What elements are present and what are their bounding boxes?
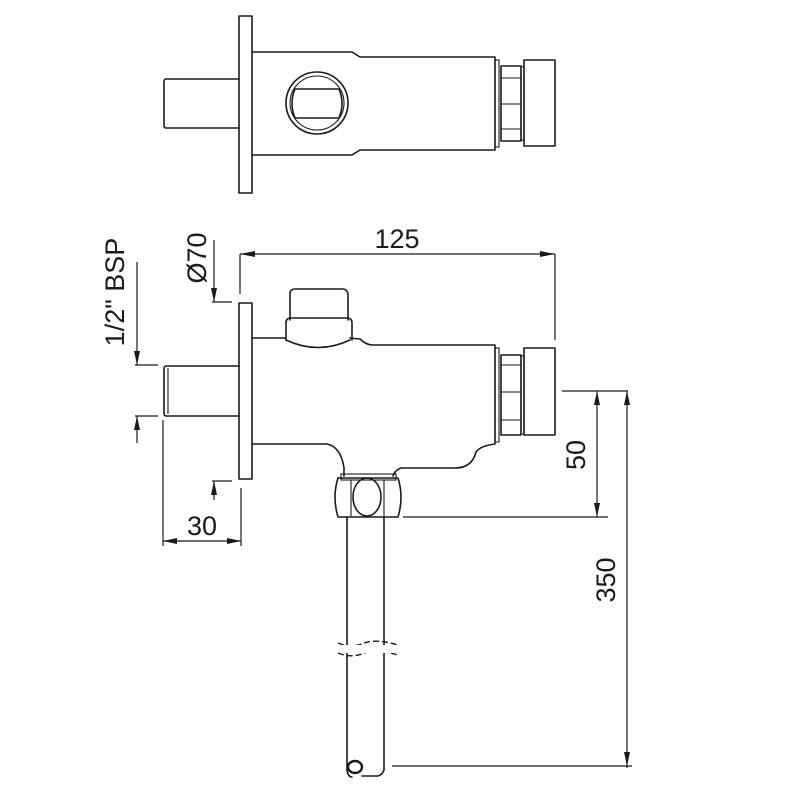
- top-view: [163, 15, 556, 194]
- top-valve-body: [251, 51, 496, 156]
- top-push-button: [523, 59, 556, 147]
- top-inlet-stub: [163, 78, 240, 129]
- top-body-end-ring: [494, 59, 500, 148]
- side-hex-nut: [500, 354, 522, 436]
- top-flange: [238, 15, 253, 194]
- side-inlet-stub: [163, 365, 240, 417]
- side-outlet-collar: [340, 473, 397, 481]
- side-outlet-union-nut: [334, 477, 402, 518]
- dim-overall-length: 125: [374, 224, 419, 254]
- side-top-cap: [289, 288, 349, 321]
- dim-pipe-length: 350: [591, 557, 621, 602]
- side-valve-body: [251, 337, 496, 477]
- dim-flange-diameter: Ø70: [182, 232, 212, 283]
- pipe-break-mark: [337, 640, 399, 647]
- dim-inlet-thread: 1/2" BSP: [100, 238, 130, 347]
- top-inspection-port-outer: [285, 71, 349, 135]
- dim-inlet-projection: 30: [187, 511, 217, 541]
- dim-outlet-offset: 50: [561, 440, 591, 470]
- side-push-button: [523, 347, 556, 436]
- pipe-end: [346, 759, 364, 775]
- side-view: [163, 288, 556, 778]
- dimensions: 125 Ø70 1/2" BSP 30 50: [100, 224, 632, 768]
- side-flange: [238, 302, 253, 480]
- side-body-end-ring: [494, 347, 500, 443]
- top-inspection-port-slot: [291, 88, 343, 119]
